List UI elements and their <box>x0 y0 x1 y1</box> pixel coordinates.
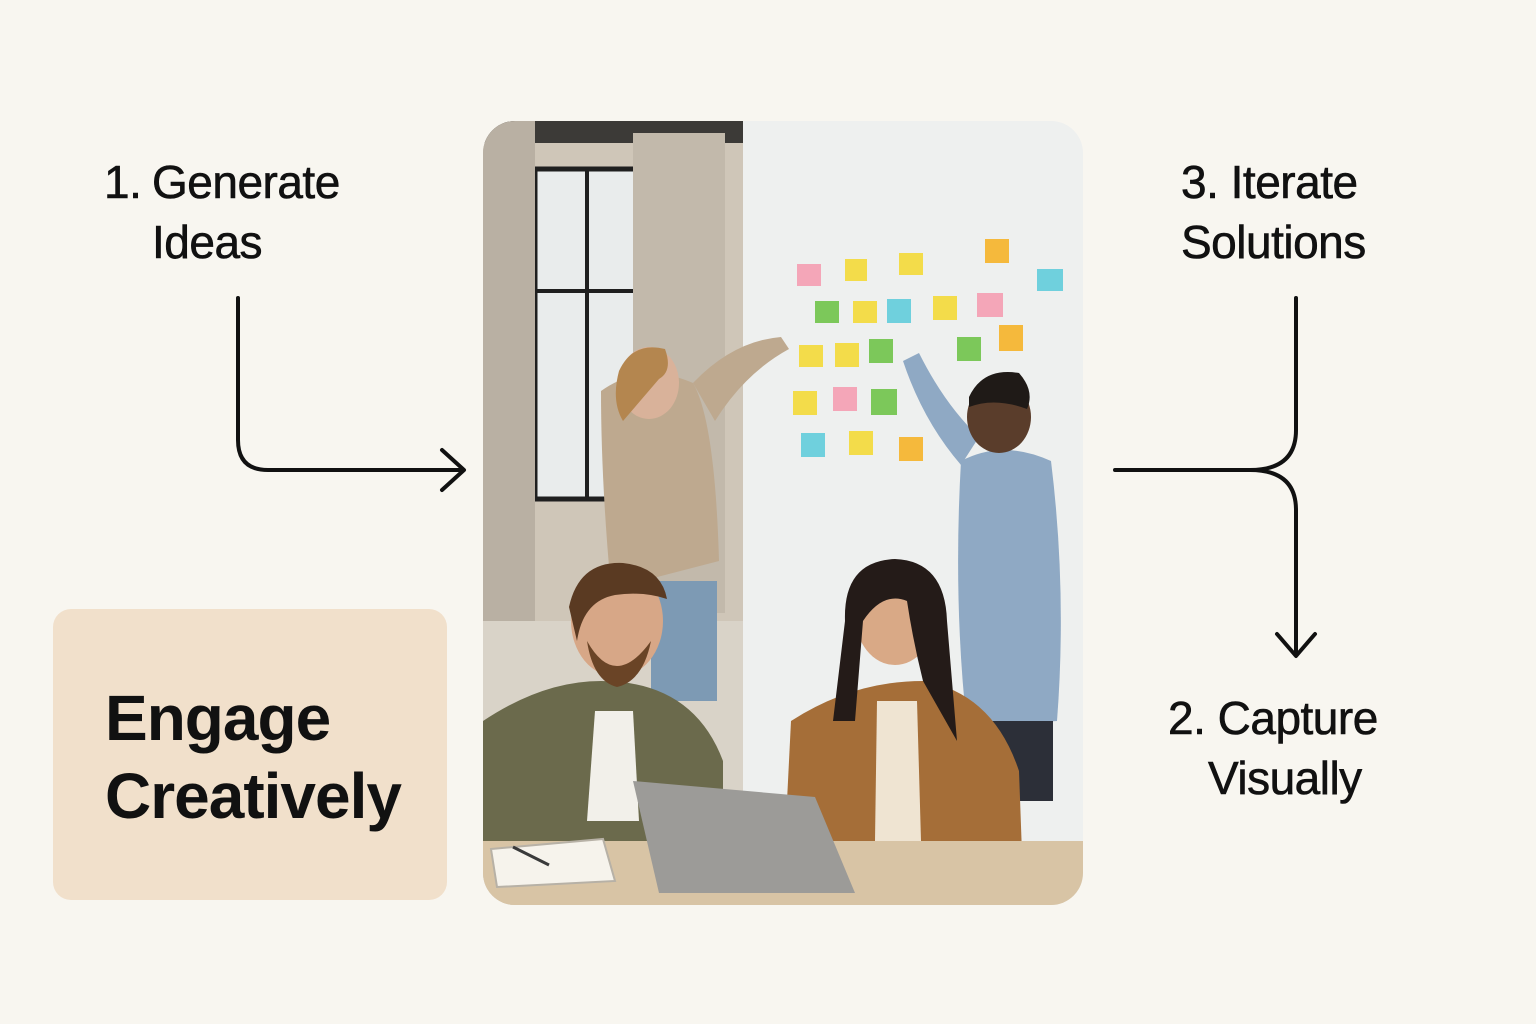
sticky-note <box>869 339 893 363</box>
laptop <box>633 781 855 893</box>
person-standing-man <box>903 353 1061 801</box>
step-capture-visually: 2. Capture Visually <box>1168 688 1379 808</box>
person-standing-woman <box>601 337 789 701</box>
engage-creatively-card: Engage Creatively <box>53 609 447 900</box>
brace-connector <box>1113 296 1298 657</box>
sticky-note <box>899 253 923 275</box>
sticky-note <box>845 259 867 281</box>
sticky-note <box>1037 269 1063 291</box>
step-label-line2: Ideas <box>152 216 263 269</box>
pencil <box>512 845 550 867</box>
person-seated-woman <box>783 559 1023 881</box>
sticky-note <box>799 345 823 367</box>
sticky-note <box>999 325 1023 351</box>
arrowhead-down <box>1275 632 1317 658</box>
sticky-note <box>871 389 897 415</box>
sticky-note <box>815 301 839 323</box>
sticky-note <box>849 431 873 455</box>
step-label-line1: 2. Capture <box>1168 692 1379 745</box>
step-label-line2: Visually <box>1208 752 1363 805</box>
card-title-line1: Engage <box>105 682 331 754</box>
sticky-note <box>835 343 859 367</box>
engage-card-title: Engage Creatively <box>105 679 402 835</box>
step-generate-ideas: 1.Generate Ideas <box>104 152 341 272</box>
brainstorm-photo <box>483 121 1083 905</box>
sticky-note <box>801 433 825 457</box>
sticky-note <box>899 437 923 461</box>
card-title-line2: Creatively <box>105 760 402 832</box>
step-label-line1: Generate <box>152 156 341 209</box>
sticky-note <box>977 293 1003 317</box>
arrow-generate-to-photo <box>236 296 466 492</box>
concrete-column-left <box>483 121 535 681</box>
step-iterate-solutions: 3. Iterate Solutions <box>1181 152 1367 272</box>
sticky-note <box>933 296 957 320</box>
step-label-line1: 3. Iterate <box>1181 156 1359 209</box>
brainstorm-photo-illustration <box>483 121 1083 905</box>
sticky-notes <box>793 239 1063 461</box>
sticky-note <box>985 239 1009 263</box>
step-label-line2: Solutions <box>1181 216 1367 269</box>
step-number: 1. <box>104 156 142 209</box>
sticky-note <box>957 337 981 361</box>
sticky-note <box>793 391 817 415</box>
sticky-note <box>887 299 911 323</box>
sticky-note <box>797 264 821 286</box>
sticky-note <box>853 301 877 323</box>
sticky-note <box>833 387 857 411</box>
